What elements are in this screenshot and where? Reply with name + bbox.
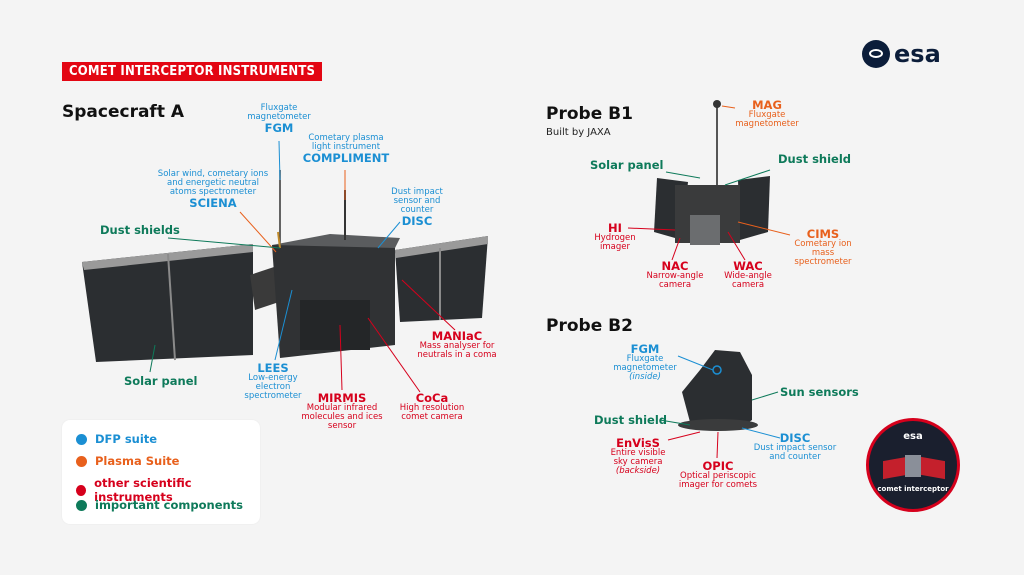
label-disc-a: Dust impact sensor and counter DISC [391, 187, 443, 228]
label-envis: EnVisS Entire visible sky camera (backsi… [610, 436, 666, 476]
spacecraft-a-illustration [82, 170, 488, 362]
legend-item-components: important components [76, 498, 243, 512]
patch-text: comet interceptor [877, 485, 949, 493]
label-dust-shield-b1: Dust shield [778, 152, 852, 166]
legend-item-other: other scientific instruments [76, 476, 260, 504]
legend-dot-blue [76, 433, 87, 445]
probe-b2-title: Probe B2 [546, 316, 633, 336]
probe-b1-title: Probe B1 [546, 104, 633, 124]
label-disc-b2: DISC Dust impact sensor and counter [753, 431, 837, 462]
label-mirmis: MIRMIS Modular infrared molecules and ic… [301, 391, 383, 431]
esa-logo: esa [862, 40, 941, 68]
patch-logo: esa [903, 431, 923, 442]
title-banner: COMET INTERCEPTOR INSTRUMENTS [62, 62, 323, 81]
probe-b1-illustration [627, 100, 791, 261]
spacecraft-a-leaders [149, 140, 456, 393]
label-solar-panel-a: Solar panel [124, 374, 198, 388]
label-compliment: Cometary plasma light instrument COMPLIM… [302, 133, 390, 165]
probe-b1-subtitle: Built by JAXA [546, 127, 611, 138]
label-dust-shield-b2: Dust shield [594, 413, 668, 427]
legend-dot-orange [76, 455, 87, 467]
label-hi: HI Hydrogen imager [594, 221, 636, 252]
label-coca: CoCa High resolution comet camera [399, 391, 465, 422]
label-fgm-a: Fluxgate magnetometer FGM [247, 103, 311, 135]
legend-item-dfp: DFP suite [76, 432, 157, 446]
label-wac: WAC Wide-angle camera [724, 259, 772, 290]
label-sciena: Solar wind, cometary ions and energetic … [157, 169, 269, 210]
esa-logo-icon [862, 40, 890, 68]
esa-logo-text: esa [894, 40, 941, 68]
mission-patch: esa comet interceptor [866, 418, 960, 512]
probe-b2-illustration [659, 350, 781, 459]
label-solar-panel-b1: Solar panel [590, 158, 664, 172]
label-sun-sensors: Sun sensors [780, 385, 859, 399]
label-dust-shields: Dust shields [100, 223, 180, 237]
label-fgm-b2: FGM Fluxgate magnetometer (inside) [613, 342, 677, 382]
legend-dot-red [76, 484, 87, 496]
spacecraft-a-title: Spacecraft A [62, 102, 185, 122]
label-lees: LEES Low-energy electron spectrometer [244, 361, 302, 401]
label-nac: NAC Narrow-angle camera [646, 259, 704, 290]
label-mag: MAG Fluxgate magnetometer [735, 98, 799, 129]
label-maniac: MANIaC Mass analyser for neutrals in a c… [417, 329, 497, 360]
label-cims: CIMS Cometary ion mass spectrometer [794, 227, 852, 267]
label-opic: OPIC Optical periscopic imager for comet… [678, 459, 758, 490]
patch-spacecraft-icon [883, 453, 945, 480]
legend: DFP suite Plasma Suite other scientific … [62, 420, 260, 524]
legend-item-plasma: Plasma Suite [76, 454, 179, 468]
legend-dot-green [76, 499, 87, 511]
